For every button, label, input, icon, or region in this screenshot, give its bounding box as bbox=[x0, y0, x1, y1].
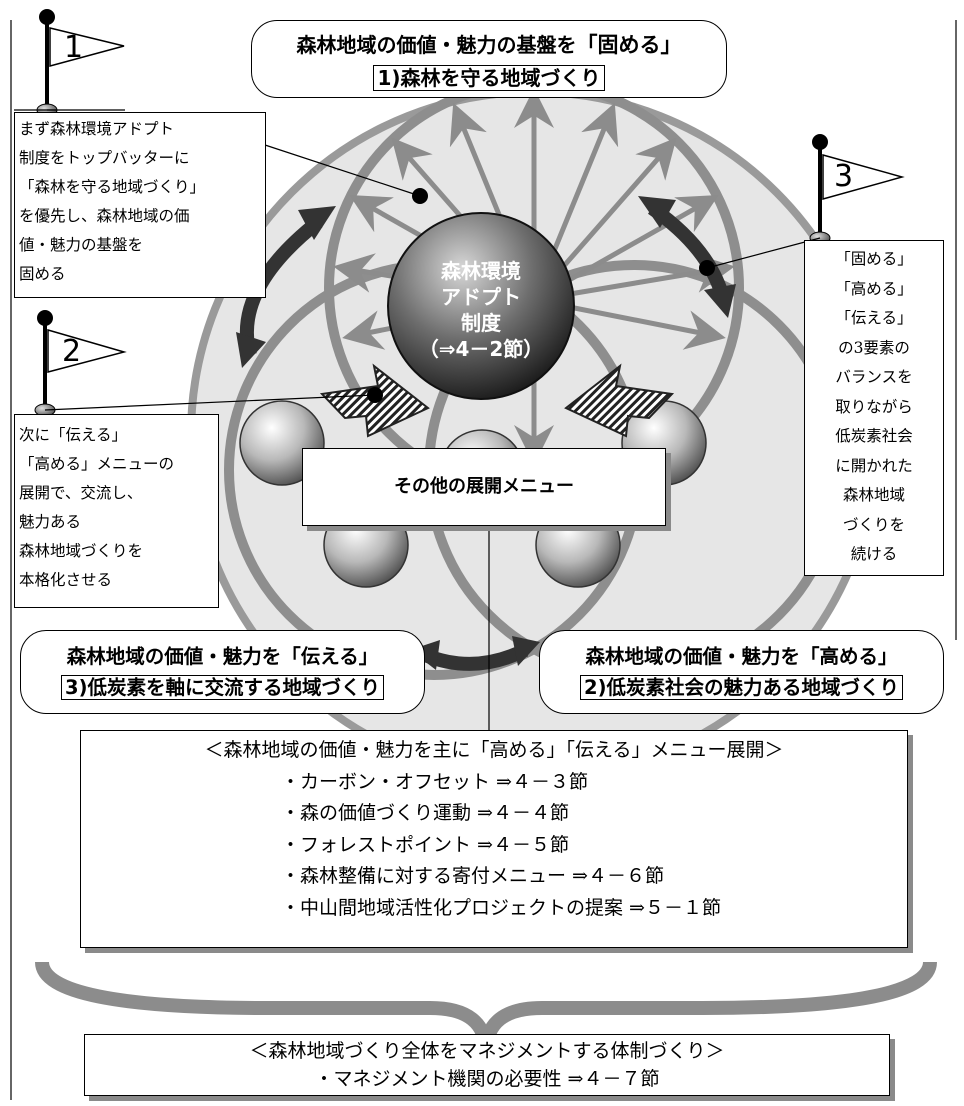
note-1-line: まず森林環境アドプト bbox=[19, 120, 175, 138]
note-2-line: 本格化させる bbox=[19, 571, 113, 589]
note-2-line: 森林地域づくりを bbox=[19, 542, 144, 560]
note-3-line: に開かれた bbox=[835, 456, 913, 475]
other-menu-label: その他の展開メニュー bbox=[394, 476, 574, 497]
menu-item: ・フォレストポイント ⇒４－５節 bbox=[281, 833, 569, 856]
management-item: ・マネジメント機関の必要性 ⇒４－７節 bbox=[314, 1068, 660, 1090]
convey-subtitle: 3)低炭素を軸に交流する地域づくり bbox=[61, 675, 384, 701]
adopt-line-4: （⇒4－2節） bbox=[418, 337, 544, 361]
note-3-line: 低炭素社会 bbox=[835, 427, 913, 445]
note-3-line: 続ける bbox=[850, 545, 898, 563]
menu-expansion-box: ＜森林地域の価値・魅力を主に「高める」「伝える」メニュー展開＞ ・カーボン・オフ… bbox=[80, 730, 908, 948]
balance-arrowheads bbox=[236, 196, 736, 670]
note-2-line: 展開で、交流し、 bbox=[19, 484, 143, 502]
note-3-line: づくりを bbox=[842, 515, 905, 534]
note-3-line: 「高める」 bbox=[835, 279, 913, 298]
note-3-line: 「固める」 bbox=[835, 250, 913, 268]
callout-lines bbox=[14, 109, 821, 740]
enhance-box: 森林地域の価値・魅力を「高める」 2)低炭素社会の魅力ある地域づくり bbox=[539, 630, 944, 714]
solidify-emphasis: 「固める」 bbox=[576, 33, 682, 57]
note-1-line: 「森林を守る地域づくり」 bbox=[19, 178, 206, 196]
adopt-line-2: アドプト bbox=[441, 285, 521, 309]
other-menu-box: その他の展開メニュー bbox=[302, 448, 666, 526]
note-1: まず森林環境アドプト 制度をトップバッターに 「森林を守る地域づくり」 を優先し… bbox=[14, 112, 266, 298]
note-3-line: 森林地域 bbox=[842, 486, 905, 504]
solidify-box: 森林地域の価値・魅力の基盤を「固める」 1)森林を守る地域づくり bbox=[251, 20, 727, 98]
note-3: 「固める」 「高める」 「伝える」 の3要素の バランスを 取りながら 低炭素社… bbox=[804, 240, 944, 576]
adopt-system-label: 森林環境 アドプト 制度 （⇒4－2節） bbox=[401, 258, 561, 362]
note-1-line: 値・魅力の基盤を bbox=[19, 236, 144, 254]
convey-prefix: 森林地域の価値・魅力を bbox=[66, 645, 282, 668]
menu-item: ・カーボン・オフセット ⇒４－３節 bbox=[281, 770, 588, 793]
enhance-emphasis: 「高める」 bbox=[800, 645, 898, 668]
hatched-arrow-right bbox=[564, 363, 675, 438]
flag-number-3: 3 bbox=[834, 159, 854, 194]
menu-item: ・森の価値づくり運動 ⇒４－４節 bbox=[281, 802, 569, 824]
note-1-line: 制度をトップバッターに bbox=[19, 149, 190, 167]
solidify-subtitle: 1)森林を守る地域づくり bbox=[373, 65, 605, 91]
note-3-line: 「伝える」 bbox=[835, 309, 913, 327]
note-2-line: 「高める」メニューの bbox=[19, 455, 175, 473]
flag-3 bbox=[809, 134, 905, 245]
adopt-system-sphere bbox=[387, 212, 575, 400]
convey-box: 森林地域の価値・魅力を「伝える」 3)低炭素を軸に交流する地域づくり bbox=[20, 630, 425, 714]
menu-item: ・森林整備に対する寄付メニュー ⇒４－６節 bbox=[281, 865, 664, 887]
management-title: ＜森林地域づくり全体をマネジメントする体制づくり＞ bbox=[249, 1040, 725, 1062]
flag-2 bbox=[34, 310, 127, 417]
convey-emphasis: 「伝える」 bbox=[281, 645, 379, 668]
solidify-prefix: 森林地域の価値・魅力の基盤を bbox=[296, 33, 577, 57]
note-1-line: を優先し、森林地域の価 bbox=[19, 207, 190, 225]
note-2-line: 次に「伝える」 bbox=[19, 426, 128, 444]
note-3-line: バランスを bbox=[835, 368, 913, 386]
management-box: ＜森林地域づくり全体をマネジメントする体制づくり＞ ・マネジメント機関の必要性 … bbox=[84, 1034, 890, 1096]
note-3-line: 取りながら bbox=[835, 397, 913, 416]
note-2: 次に「伝える」 「高める」メニューの 展開で、交流し、 魅力ある 森林地域づくり… bbox=[14, 414, 219, 608]
flag-number-1: 1 bbox=[64, 30, 84, 65]
note-3-line: の3要素の bbox=[838, 338, 910, 357]
adopt-line-3: 制度 bbox=[461, 311, 501, 335]
menu-title: ＜森林地域の価値・魅力を主に「高める」「伝える」メニュー展開＞ bbox=[204, 739, 784, 761]
adopt-line-1: 森林環境 bbox=[441, 259, 521, 283]
flag-number-2: 2 bbox=[62, 334, 82, 369]
enhance-prefix: 森林地域の価値・魅力を bbox=[585, 645, 800, 668]
menu-item: ・中山間地域活性化プロジェクトの提案 ⇒５－１節 bbox=[281, 896, 721, 919]
note-2-line: 魅力ある bbox=[19, 513, 82, 531]
enhance-subtitle: 2)低炭素社会の魅力ある地域づくり bbox=[580, 675, 903, 701]
note-1-line: 固める bbox=[19, 265, 66, 283]
